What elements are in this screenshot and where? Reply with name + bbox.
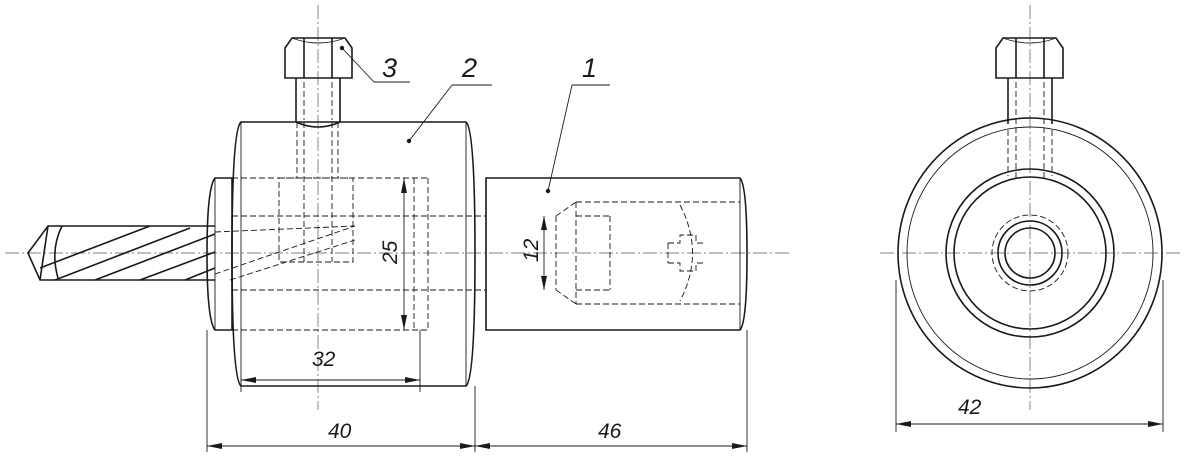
dim-40: 40 [207,420,475,449]
center-lines [5,5,1180,410]
dim-40-label: 40 [328,420,352,443]
dim-46: 46 [475,420,747,449]
dim-32-label: 32 [312,348,336,371]
dim-25-label: 25 [379,240,402,265]
body-part-2 [231,121,486,387]
side-view [897,37,1163,389]
callout-labels: 1 2 3 [382,53,597,83]
dim-25: 25 [379,178,407,330]
left-collar [206,177,233,331]
dim-32: 32 [241,348,420,383]
dim-12: 12 [520,216,547,290]
dim-42-label: 42 [958,396,982,419]
front-view [27,37,748,387]
leader-lines [339,45,610,194]
dim-42: 42 [896,396,1163,427]
dim-46-label: 46 [598,420,622,443]
clamp-screw-part-3 [284,37,353,128]
dimensions: 40 46 32 25 12 [206,178,1164,452]
shank-part-1 [485,177,748,331]
callout-2: 2 [461,53,477,83]
callout-3: 3 [382,53,397,83]
drill-bit [27,225,356,281]
callout-1: 1 [582,53,597,83]
dim-12-label: 12 [520,238,543,262]
